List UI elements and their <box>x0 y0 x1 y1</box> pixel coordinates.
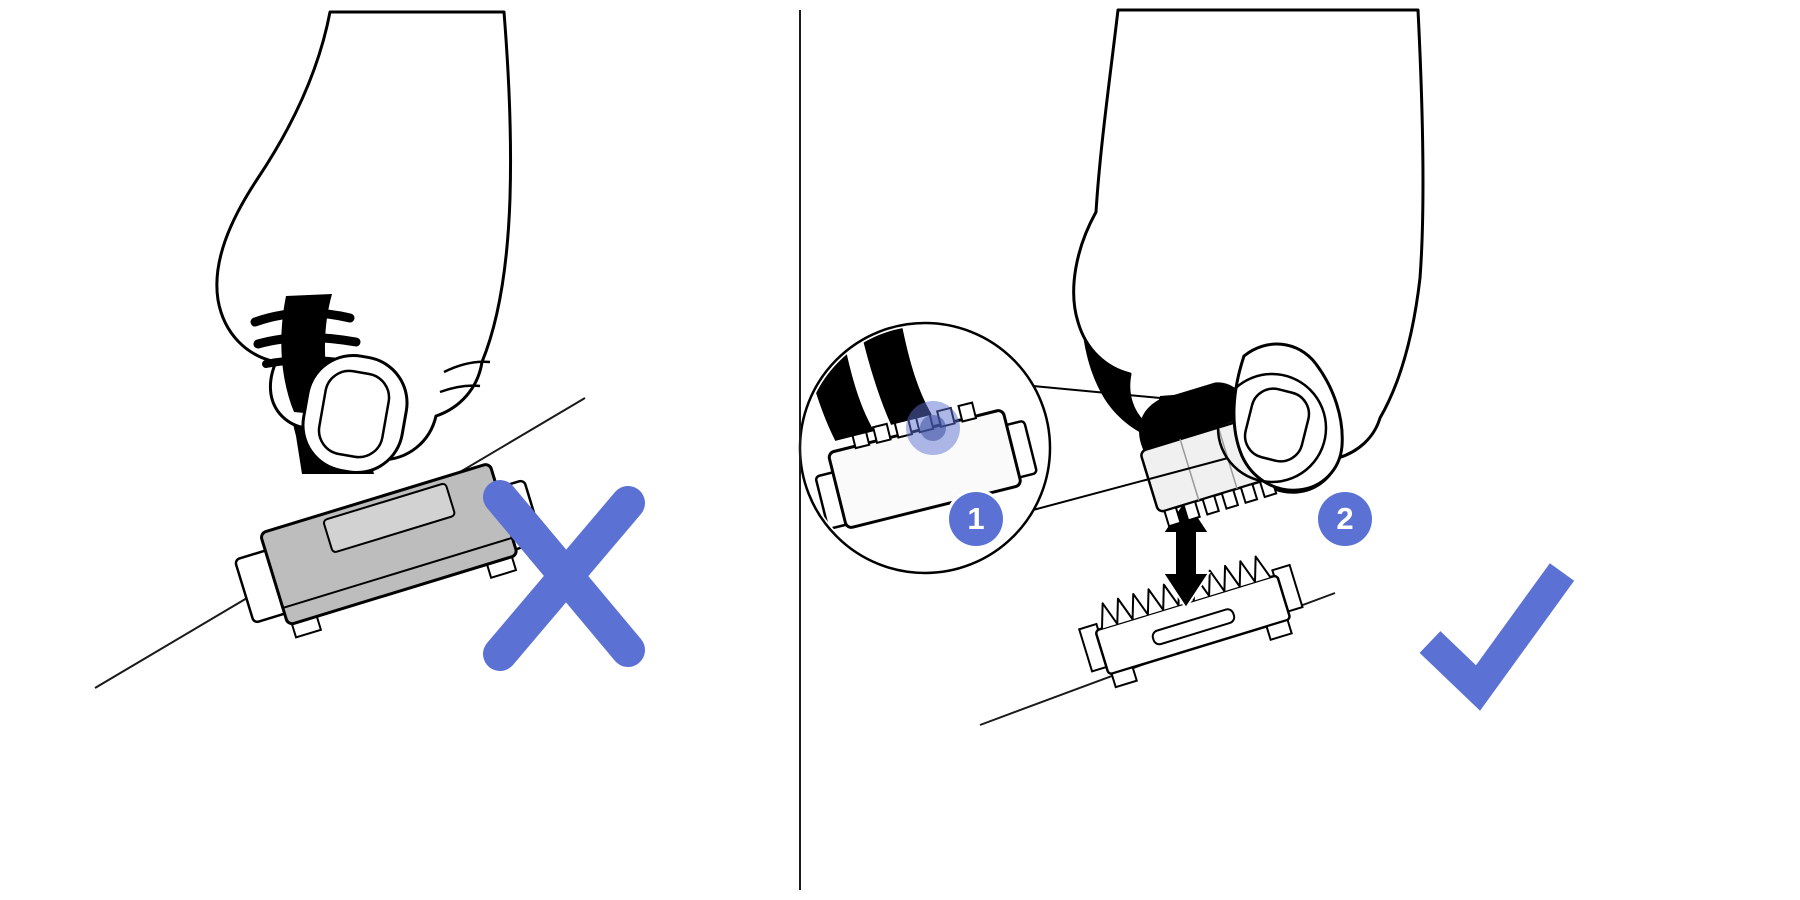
crease-left-2 <box>439 384 481 394</box>
panel-incorrect <box>94 10 645 689</box>
finger-gap-shadow-1 <box>250 308 355 327</box>
press-point-highlight-core <box>920 415 946 441</box>
step-badge-2-number: 2 <box>1336 501 1354 536</box>
crease-left-1 <box>443 360 491 374</box>
fingernail-left <box>317 369 391 459</box>
panel-divider <box>799 10 801 890</box>
x-icon <box>483 480 645 671</box>
thumbnail-right <box>1243 387 1311 463</box>
panel-correct <box>798 8 1575 726</box>
press-point-circle <box>1216 372 1328 484</box>
step-badge-1: 1 <box>949 492 1003 546</box>
check-icon <box>1419 563 1575 711</box>
fingertip-left <box>301 353 409 475</box>
magnifier-leader-lines <box>1032 385 1229 511</box>
zoom-detail-circle <box>798 321 1052 575</box>
step-badge-1-number: 1 <box>967 501 985 536</box>
thumb-right <box>1232 342 1344 492</box>
step-badge-2: 2 <box>1318 492 1372 546</box>
finger-gap-shadow-2 <box>253 333 361 349</box>
